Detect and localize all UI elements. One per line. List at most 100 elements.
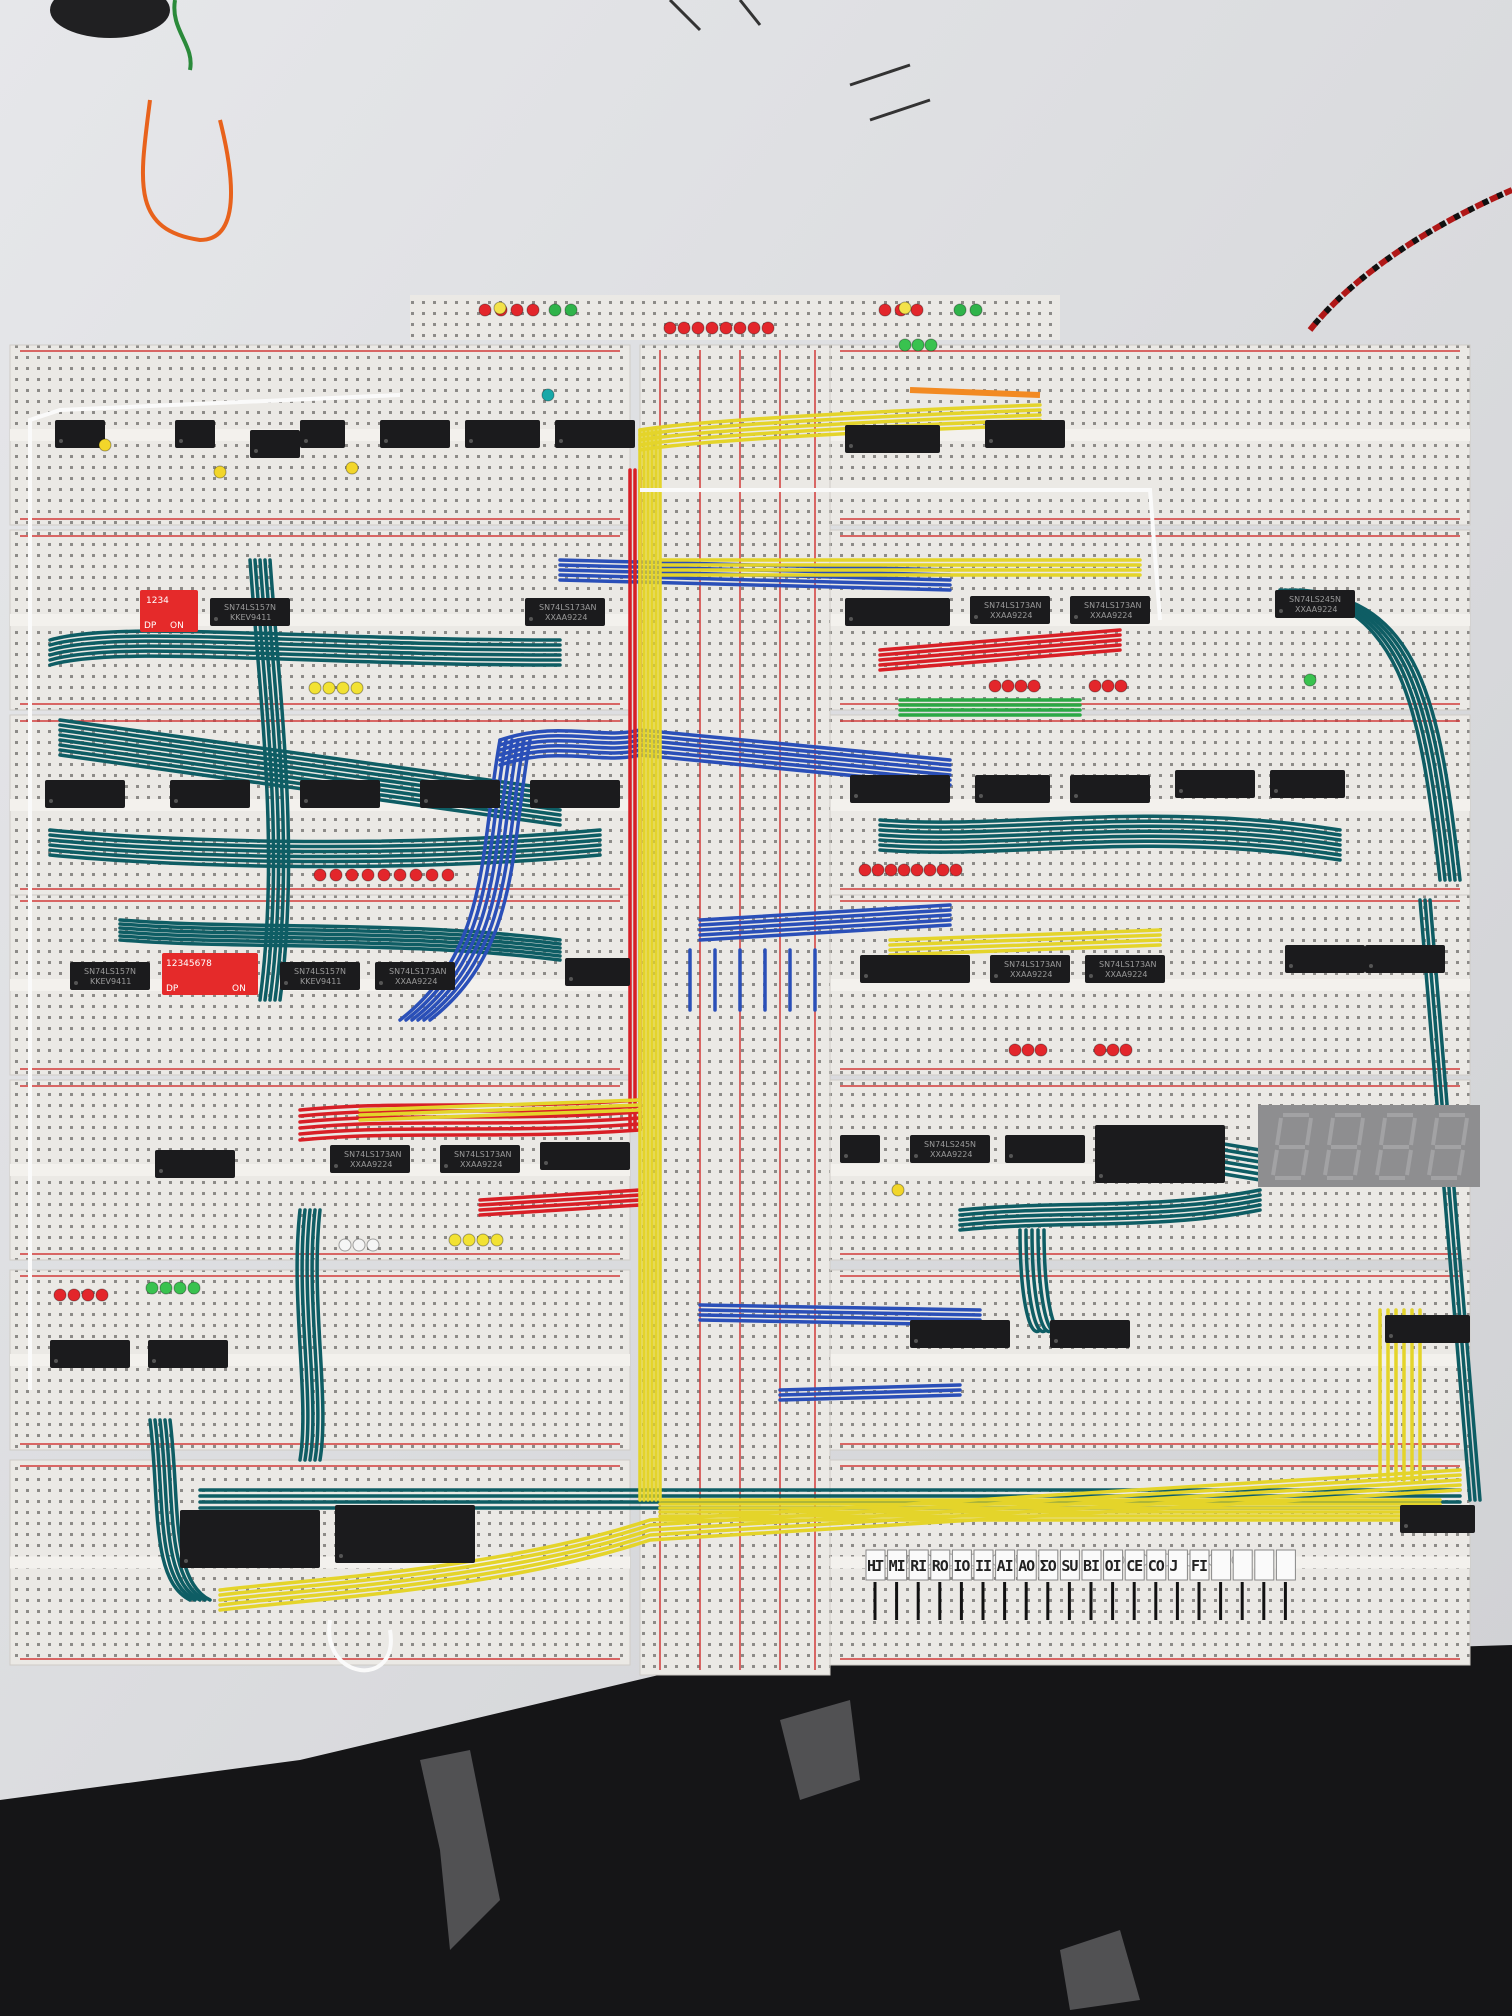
chip-body (1175, 770, 1255, 798)
chip-label: SN74LS173AN (1099, 960, 1157, 969)
wire (878, 628, 1122, 652)
ic-chip (335, 1505, 475, 1563)
led (564, 303, 578, 317)
wire (298, 1116, 642, 1130)
signal-label-tag (1016, 1549, 1037, 1581)
signal-label-tag (1146, 1549, 1167, 1581)
white-wire-loop (327, 1619, 393, 1673)
wire (358, 1108, 642, 1122)
led (1008, 1043, 1022, 1057)
ic-chip (180, 1510, 320, 1568)
ic-chip (175, 420, 215, 448)
chip-body (170, 780, 250, 808)
led (345, 868, 359, 882)
signal-label: MI (889, 1557, 906, 1575)
led (393, 868, 407, 882)
signal-label: J (1169, 1557, 1178, 1575)
led (663, 321, 677, 335)
wire (218, 1483, 1462, 1607)
ic-chip (55, 420, 105, 448)
wire (358, 1098, 642, 1112)
led (910, 303, 924, 317)
wire (118, 934, 562, 958)
led (377, 868, 391, 882)
power-cable-black (1307, 187, 1512, 332)
chip-code: KKEV9411 (300, 977, 341, 986)
ic-chip (840, 1135, 880, 1163)
wire (163, 1418, 207, 1602)
wire (310, 1208, 320, 1462)
wire (878, 819, 1342, 837)
chip-code: XXAA9224 (1010, 970, 1053, 979)
dip-switch-8[interactable]: 12345678 ON DP (162, 953, 258, 995)
led (478, 303, 492, 317)
wire (118, 922, 562, 946)
led (352, 1238, 366, 1252)
led (858, 863, 872, 877)
ic-chip (530, 780, 620, 808)
chip-notch (1074, 794, 1078, 798)
led (81, 1288, 95, 1302)
led (322, 681, 336, 695)
chip-body (1005, 1135, 1085, 1163)
chip-body (525, 598, 605, 626)
chip-body (420, 780, 500, 808)
wire (638, 403, 1042, 432)
led (733, 321, 747, 335)
dip-side-label: DP (144, 621, 157, 631)
chip-notch (179, 439, 183, 443)
breadboard-channel (10, 1164, 630, 1176)
led (705, 321, 719, 335)
chip-label: SN74LS173AN (344, 1150, 402, 1159)
led (988, 679, 1002, 693)
dip-switch-4[interactable]: 1234 ON DP (140, 590, 198, 632)
wire (698, 908, 952, 927)
wire (118, 938, 562, 962)
ic-chip (1095, 1125, 1225, 1183)
wire (48, 629, 562, 642)
chip-body (1400, 1505, 1475, 1533)
chip-notch (914, 1339, 918, 1343)
ic-chip (250, 430, 300, 458)
led (910, 863, 924, 877)
led (1014, 679, 1028, 693)
wire (698, 918, 952, 937)
chip-body (180, 1510, 320, 1568)
wire (878, 844, 1342, 862)
chip-code: XXAA9224 (1105, 970, 1148, 979)
wire (48, 634, 562, 647)
led (897, 863, 911, 877)
chip-body (300, 420, 345, 448)
wire (698, 913, 952, 932)
chip-body (210, 598, 290, 626)
signal-label: HLT (867, 1557, 884, 1575)
chip-code: XXAA9224 (545, 613, 588, 622)
ic-chip (1050, 1320, 1130, 1348)
wire (1418, 898, 1472, 1502)
ic-chip (985, 420, 1065, 448)
wire (638, 418, 1042, 447)
led (891, 1183, 905, 1197)
dip-side-label: DP (166, 984, 179, 994)
chip-body (910, 1135, 990, 1163)
wire (298, 1128, 642, 1142)
led (308, 681, 322, 695)
chip-body (1270, 770, 1345, 798)
wire (48, 654, 562, 667)
led (1114, 679, 1128, 693)
chip-body (335, 1505, 475, 1563)
led (898, 301, 912, 315)
ic-chip (850, 775, 950, 803)
chip-label: SN74LS173AN (984, 601, 1042, 610)
signal-label: RO (932, 1557, 949, 1575)
signal-label-tag (887, 1549, 908, 1581)
wire (218, 1488, 1462, 1612)
chip-body (250, 430, 300, 458)
wire (478, 1188, 642, 1202)
wire (878, 839, 1342, 857)
chip-notch (844, 1154, 848, 1158)
orange-wire (909, 387, 1041, 398)
chip-notch (424, 799, 428, 803)
